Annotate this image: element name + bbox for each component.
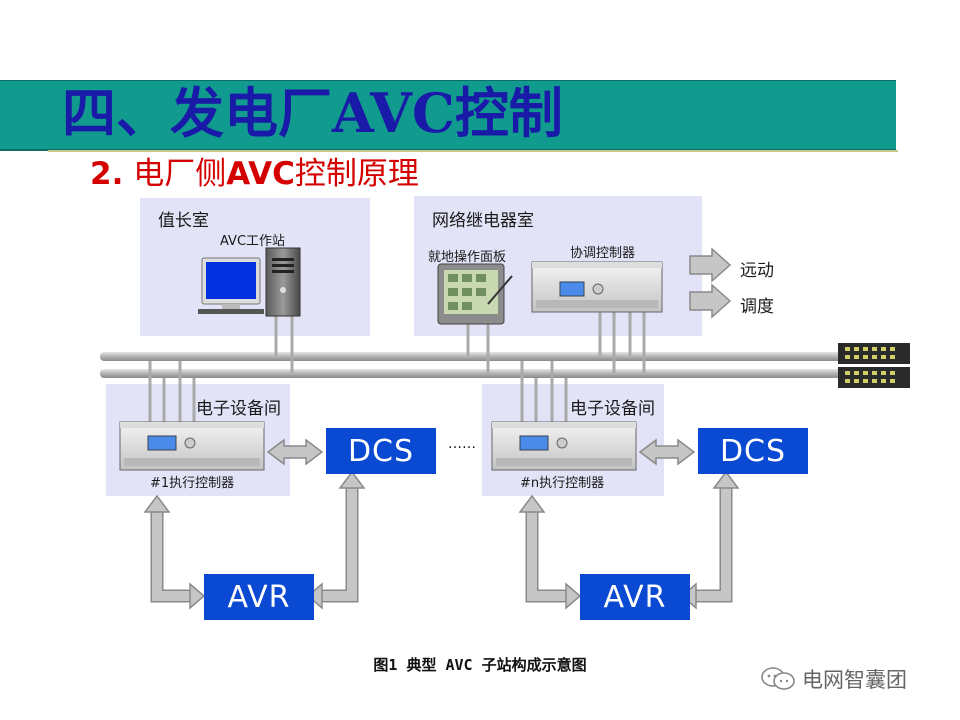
slide-title: 四、发电厂AVC控制 [62, 81, 563, 145]
arrow-dispatch-icon [689, 283, 732, 319]
dispatch-label: 调度 [740, 297, 774, 317]
network-bus-upper [100, 352, 842, 361]
double-arrow-1-icon [266, 438, 324, 466]
subtitle-pre: 电厂侧 [123, 156, 227, 192]
executor-1-label: #1执行控制器 [150, 476, 235, 491]
subtitle-avc: AVC [226, 156, 295, 192]
double-arrow-n-icon [638, 438, 696, 466]
avr-box-n: AVR [580, 574, 690, 620]
executor-1-icon [119, 421, 265, 471]
bus-connectors [148, 312, 646, 422]
workstation-monitor-icon [198, 257, 264, 314]
local-operation-panel-icon [437, 263, 513, 325]
subtitle-post: 控制原理 [294, 156, 419, 192]
coordinating-controller-icon [531, 261, 663, 313]
relay-room-label: 网络继电器室 [432, 211, 534, 231]
telecontrol-label: 远动 [740, 261, 774, 281]
outbound-arrows [689, 247, 732, 319]
exec-dcs-arrows [266, 438, 696, 466]
workstation-label: AVC工作站 [220, 234, 286, 249]
arrow-telecontrol-icon [689, 247, 732, 283]
local-panel-label: 就地操作面板 [428, 250, 507, 265]
dcs-box-n: DCS [698, 428, 808, 474]
title-divider [48, 150, 898, 152]
title-bar [0, 80, 896, 151]
subtitle-number: 2. [90, 156, 124, 192]
network-bus-lower [100, 369, 842, 378]
dcs-box-1: DCS [326, 428, 436, 474]
executor-n-icon [491, 421, 637, 471]
chat-bubble-icon [761, 667, 795, 690]
watermark-text: 电网智囊团 [802, 668, 907, 692]
workstation-tower-icon [265, 247, 301, 317]
equip-room-n-label: 电子设备间 [570, 399, 655, 419]
equip-room-1-label: 电子设备间 [196, 399, 281, 419]
coord-controller-label: 协调控制器 [570, 246, 636, 261]
slide-subtitle: 2. 电厂侧AVC控制原理 [90, 152, 419, 196]
watermark: 电网智囊团 [760, 664, 907, 694]
ellipsis: …… [448, 436, 476, 452]
avr-box-1: AVR [204, 574, 314, 620]
network-switch-icon [838, 343, 910, 388]
figure-caption: 图1 典型 AVC 子站构成示意图 [373, 656, 587, 674]
duty-room-label: 值长室 [158, 211, 209, 231]
l-arrow-heads [143, 470, 740, 610]
executor-n-label: #n执行控制器 [520, 476, 605, 491]
